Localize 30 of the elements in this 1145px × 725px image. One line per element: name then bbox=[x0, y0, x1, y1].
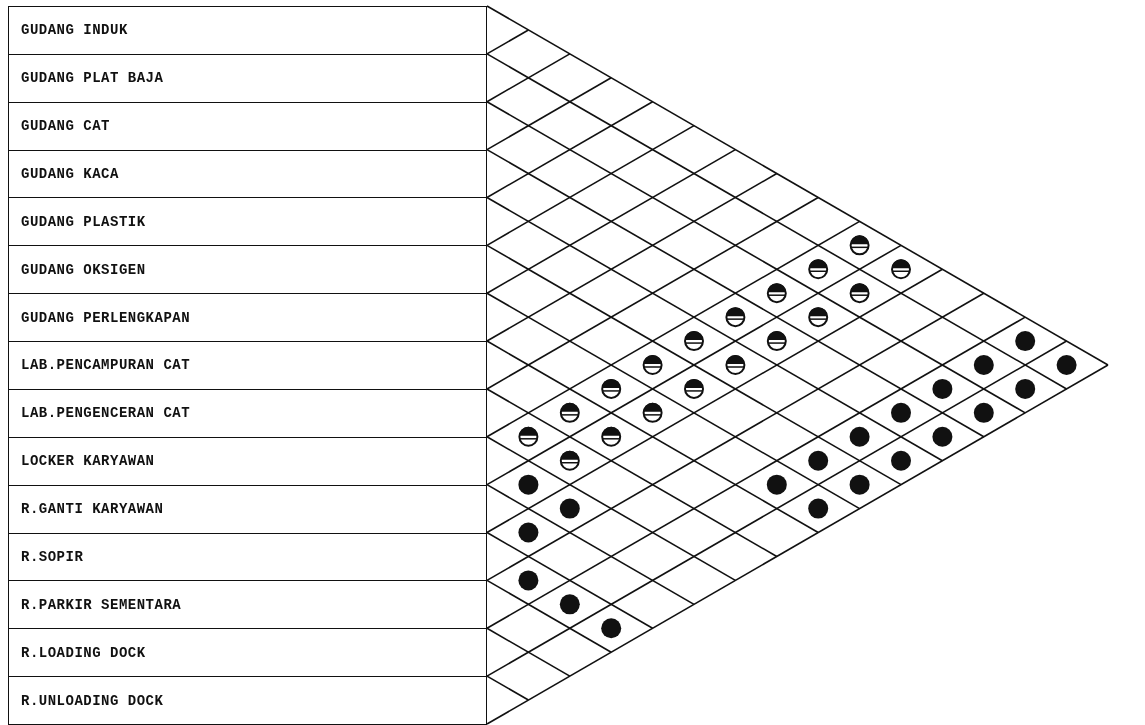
room-name: R.UNLOADING DOCK bbox=[21, 692, 164, 709]
room-name-cell bbox=[8, 388, 487, 438]
room-name: GUDANG KACA bbox=[21, 166, 119, 182]
room-name-cell bbox=[8, 532, 487, 582]
room-name: R.PARKIR SEMENTARA bbox=[21, 596, 182, 613]
room-name: LAB.PENGENCERAN CAT bbox=[21, 405, 191, 422]
room-name: GUDANG OKSIGEN bbox=[21, 261, 146, 278]
room-name-cell bbox=[8, 484, 487, 534]
room-name: GUDANG CAT bbox=[21, 118, 110, 135]
room-name-cell bbox=[8, 197, 487, 247]
room-name-cell bbox=[8, 245, 487, 295]
room-name: GUDANG PLASTIK bbox=[21, 213, 146, 230]
room-name-cell bbox=[8, 436, 487, 486]
room-name-cell bbox=[8, 101, 487, 151]
room-name-cell bbox=[8, 580, 487, 630]
room-name: LOCKER KARYAWAN bbox=[21, 453, 155, 470]
room-name-cell bbox=[8, 676, 487, 725]
room-name-cell bbox=[8, 341, 487, 390]
room-name-cell bbox=[8, 53, 487, 103]
room-name-cell bbox=[8, 149, 487, 199]
room-name: GUDANG PERLENGKAPAN bbox=[21, 309, 191, 326]
room-name: R.GANTI KARYAWAN bbox=[21, 501, 164, 518]
room-name-cell bbox=[8, 628, 487, 678]
room-name: GUDANG PLAT BAJA bbox=[21, 70, 164, 87]
room-name: GUDANG INDUK bbox=[21, 22, 128, 39]
room-name: LAB.PENCAMPURAN CAT bbox=[21, 357, 191, 374]
room-name: R.SOPIR bbox=[21, 548, 84, 565]
room-name-cell bbox=[8, 293, 487, 343]
room-name: R.LOADING DOCK bbox=[21, 644, 146, 661]
room-name-cell bbox=[8, 6, 487, 55]
